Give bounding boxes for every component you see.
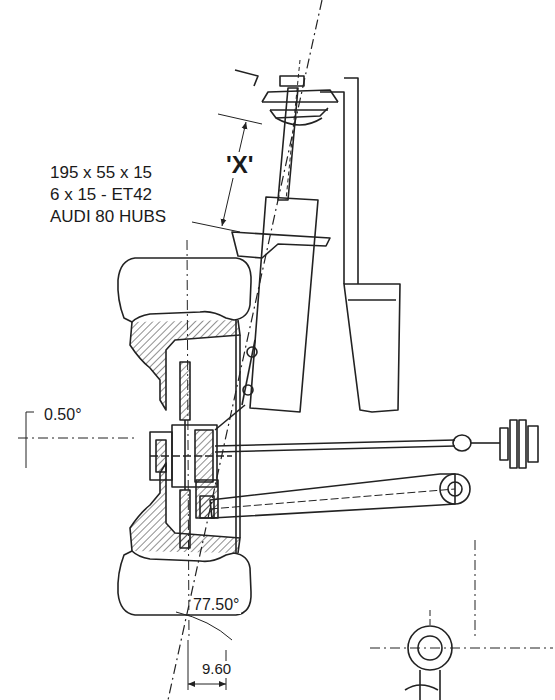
camber-angle: 0.50° [42,406,84,424]
top-mount [235,70,338,125]
rim-size: 6 x 15 - ET42 [48,186,154,205]
hub [150,425,232,487]
kingpin-angle: 77.50° [191,596,241,614]
kingpin-axis [168,0,322,700]
tie-rod [215,420,538,468]
tyre [118,258,251,615]
brake-caliper [196,480,218,518]
strut [215,60,330,430]
chassis-panel [320,78,400,412]
wheel-centre-line [187,240,189,640]
dimension-label: 'X' [224,152,255,178]
subframe-pivot [370,540,553,700]
lower-arm [200,474,470,518]
kingpin-angle-arc [176,612,232,640]
brake-disc [180,362,190,548]
tyre-size: 195 x 55 x 15 [48,164,154,183]
x-dimension [192,114,262,232]
offset-value: 9.60 [200,661,233,678]
hub-note: AUDI 80 HUBS [48,208,168,227]
